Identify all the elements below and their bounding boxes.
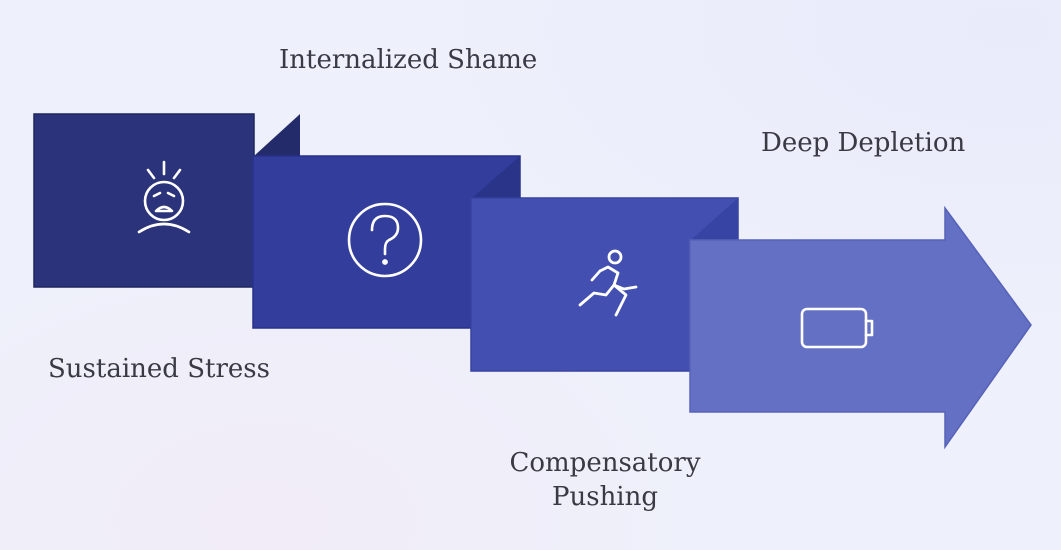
running-person-icon	[578, 249, 638, 317]
step-1-block	[33, 113, 300, 288]
step-4-arrow	[689, 205, 1032, 450]
step-2-label: Internalized Shame	[279, 45, 538, 75]
step-1-label: Sustained Stress	[48, 354, 270, 384]
stressed-face-icon	[137, 160, 191, 234]
step-4-label: Deep Depletion	[761, 128, 966, 158]
empty-battery-icon	[800, 307, 874, 349]
step-3-label: Compensatory Pushing	[509, 448, 701, 512]
question-circle-icon	[347, 202, 423, 278]
